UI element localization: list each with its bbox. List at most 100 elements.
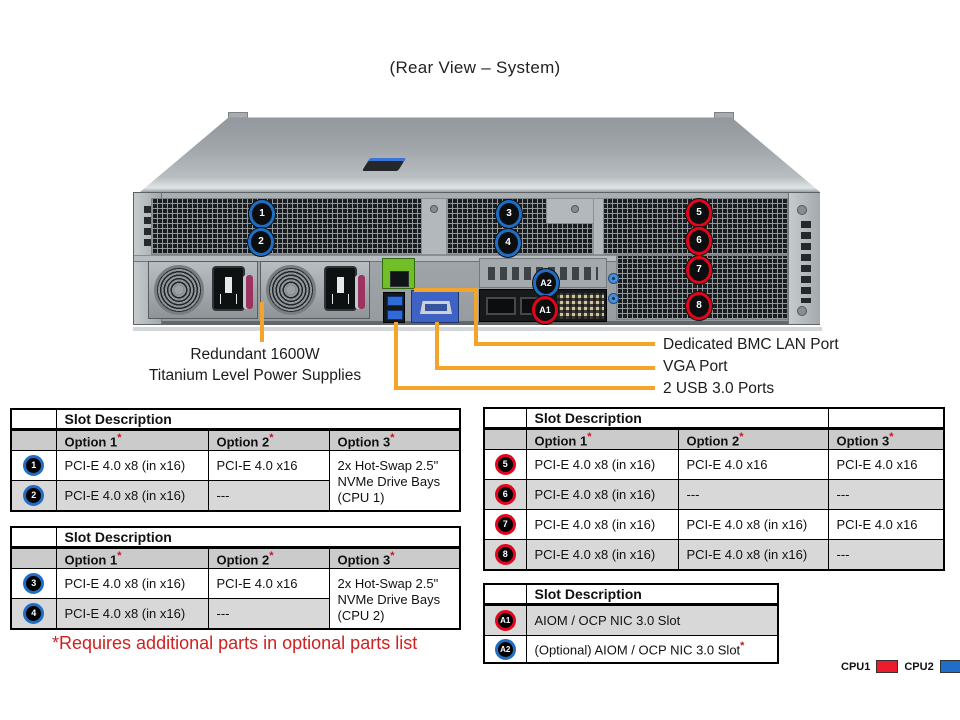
table-row: 4 PCI-E 4.0 x8 (in x16) --- bbox=[10, 598, 460, 630]
option2-header: Option 2* bbox=[207, 429, 330, 451]
option3-header: Option 3* bbox=[328, 547, 461, 569]
option1-header: Option 1* bbox=[525, 428, 679, 450]
table-slot-5-8: Slot Description Option 1* Option 2* Opt… bbox=[483, 407, 946, 571]
table-row: 7 PCI-E 4.0 x8 (in x16) PCI-E 4.0 x8 (in… bbox=[483, 509, 945, 540]
slot-badge-5: 5 bbox=[494, 454, 516, 475]
ac-inlet-icon bbox=[212, 266, 245, 311]
slot-badge-8: 8 bbox=[494, 544, 516, 565]
callout-line-vga bbox=[435, 322, 439, 370]
slot-badge-1: 1 bbox=[23, 455, 45, 476]
footnote: *Requires additional parts in optional p… bbox=[52, 633, 418, 653]
cell-opt3-merged: 2x Hot-Swap 2.5" NVMe Drive Bays (CPU 2) bbox=[328, 568, 461, 630]
riser-divider bbox=[593, 198, 604, 255]
callout-badge-a2: A2 bbox=[533, 269, 559, 297]
slot-badge-a2: A2 bbox=[494, 638, 516, 660]
db15-connector-icon bbox=[420, 301, 452, 314]
callout-line-psu bbox=[260, 302, 264, 342]
vent-holes-icon bbox=[801, 221, 811, 303]
cell-opt2: --- bbox=[207, 598, 330, 630]
vent-holes-icon bbox=[144, 206, 153, 250]
psu-handle bbox=[246, 275, 253, 309]
callout-line-bmc bbox=[474, 288, 478, 346]
callout-badge-4: 4 bbox=[495, 229, 521, 257]
psu-fan-icon bbox=[266, 265, 316, 315]
screw-icon bbox=[430, 205, 438, 213]
usb-port-icon bbox=[387, 296, 403, 306]
option1-header: Option 1* bbox=[55, 429, 209, 451]
label-bmc-lan: Dedicated BMC LAN Port bbox=[663, 336, 839, 353]
label-psu-line2: Titanium Level Power Supplies bbox=[148, 367, 362, 384]
usb-3-ports bbox=[383, 292, 405, 323]
thumbscrew-icon bbox=[608, 293, 619, 304]
cpu-legend: CPU1 CPU2 bbox=[841, 660, 960, 673]
legend-cpu2-swatch bbox=[939, 660, 960, 673]
panel-rail bbox=[134, 255, 616, 262]
option1-header: Option 1* bbox=[55, 547, 209, 569]
right-rail bbox=[788, 193, 820, 324]
legend-cpu1-label: CPU1 bbox=[841, 660, 871, 673]
table-aiom: Slot Description A1 AIOM / OCP NIC 3.0 S… bbox=[483, 583, 779, 664]
callout-line-vga bbox=[435, 366, 655, 370]
screw-icon bbox=[797, 306, 807, 316]
connector-grid-icon bbox=[557, 293, 604, 319]
cell-opt2: PCI-E 4.0 x16 bbox=[677, 449, 829, 480]
cell-opt2: PCI-E 4.0 x16 bbox=[207, 450, 330, 481]
table-header: Slot Description bbox=[55, 526, 461, 549]
slot-badge-7: 7 bbox=[494, 514, 516, 535]
callout-badge-6: 6 bbox=[686, 227, 712, 255]
table-row: 5 PCI-E 4.0 x8 (in x16) PCI-E 4.0 x16 PC… bbox=[483, 449, 945, 480]
table-header: Slot Description bbox=[525, 583, 779, 606]
option2-header: Option 2* bbox=[677, 428, 829, 450]
table-slot-1-2: Slot Description Option 1* Option 2* Opt… bbox=[10, 408, 461, 512]
option3-header: Option 3* bbox=[328, 429, 461, 451]
cell-opt1: PCI-E 4.0 x8 (in x16) bbox=[525, 449, 679, 480]
usb-port-icon bbox=[387, 310, 403, 320]
cell-opt1: PCI-E 4.0 x8 (in x16) bbox=[55, 450, 209, 481]
cell-opt1: PCI-E 4.0 x8 (in x16) bbox=[55, 598, 209, 630]
rj45-icon bbox=[390, 271, 409, 287]
psu-fan-icon bbox=[154, 265, 204, 315]
cell-opt2: --- bbox=[207, 480, 330, 512]
option2-header: Option 2* bbox=[207, 547, 330, 569]
table-row: 8 PCI-E 4.0 x8 (in x16) PCI-E 4.0 x8 (in… bbox=[483, 539, 945, 571]
vga-port bbox=[411, 290, 459, 323]
cell-desc: AIOM / OCP NIC 3.0 Slot bbox=[525, 604, 779, 636]
callout-line-usb bbox=[394, 322, 398, 390]
cell-opt2: PCI-E 4.0 x8 (in x16) bbox=[677, 509, 829, 540]
power-supply-1 bbox=[148, 261, 258, 319]
cell-opt3: PCI-E 4.0 x16 bbox=[827, 509, 945, 540]
cell-opt1: PCI-E 4.0 x8 (in x16) bbox=[55, 568, 209, 599]
label-usb: 2 USB 3.0 Ports bbox=[663, 380, 775, 397]
page-title: (Rear View – System) bbox=[389, 58, 561, 77]
label-vga: VGA Port bbox=[663, 358, 728, 375]
callout-badge-8: 8 bbox=[686, 292, 712, 320]
thumbscrew-icon bbox=[608, 273, 619, 284]
legend-cpu2-label: CPU2 bbox=[904, 660, 934, 673]
table-slot-3-4: Slot Description Option 1* Option 2* Opt… bbox=[10, 526, 461, 630]
cell-opt1: PCI-E 4.0 x8 (in x16) bbox=[525, 479, 679, 510]
callout-line-usb bbox=[394, 386, 655, 390]
screw-icon bbox=[571, 205, 579, 213]
callout-badge-a1: A1 bbox=[532, 296, 558, 324]
cell-opt3: --- bbox=[827, 479, 945, 510]
cell-opt2: PCI-E 4.0 x8 (in x16) bbox=[677, 539, 829, 571]
table-row: 2 PCI-E 4.0 x8 (in x16) --- bbox=[10, 480, 460, 512]
cell-opt3: --- bbox=[827, 539, 945, 571]
callout-badge-3: 3 bbox=[496, 200, 522, 228]
label-power-supplies: Redundant 1600W Titanium Level Power Sup… bbox=[135, 344, 375, 386]
cell-opt2: PCI-E 4.0 x16 bbox=[207, 568, 330, 599]
ac-inlet-icon bbox=[324, 266, 357, 311]
callout-line-bmc bbox=[414, 288, 478, 292]
cell-desc: (Optional) AIOM / OCP NIC 3.0 Slot* bbox=[525, 635, 779, 664]
table-row: 1 PCI-E 4.0 x8 (in x16) PCI-E 4.0 x16 2x… bbox=[10, 450, 461, 512]
callout-badge-7: 7 bbox=[686, 256, 712, 284]
slot-badge-4: 4 bbox=[23, 603, 45, 624]
slot-badge-3: 3 bbox=[23, 573, 45, 594]
cell-opt1: PCI-E 4.0 x8 (in x16) bbox=[525, 509, 679, 540]
table-header: Slot Description bbox=[525, 407, 829, 430]
psu-handle bbox=[358, 275, 365, 309]
cell-opt1: PCI-E 4.0 x8 (in x16) bbox=[55, 480, 209, 512]
table-row: A2 (Optional) AIOM / OCP NIC 3.0 Slot* bbox=[483, 635, 779, 664]
legend-cpu1-swatch bbox=[876, 660, 899, 673]
